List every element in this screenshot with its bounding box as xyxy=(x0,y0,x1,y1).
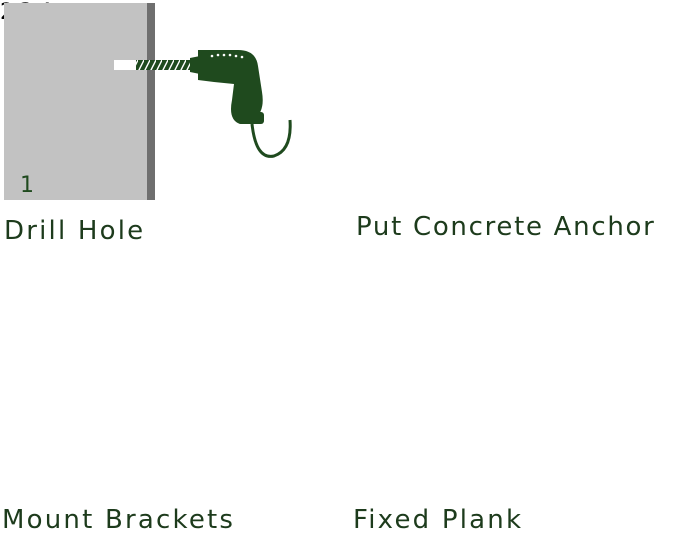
wall-edge xyxy=(147,3,155,200)
step-1-panel: 1 xyxy=(4,3,292,200)
wall xyxy=(4,3,147,200)
drill-hole xyxy=(114,60,155,70)
step-3-caption: Mount Brackets xyxy=(2,505,236,535)
step-number: 1 xyxy=(20,173,34,198)
step-4-caption: Fixed Plank xyxy=(353,505,524,535)
step-1-caption: Drill Hole xyxy=(4,216,146,246)
step-2-caption: Put Concrete Anchor xyxy=(356,212,656,242)
drill-icon xyxy=(136,50,292,158)
